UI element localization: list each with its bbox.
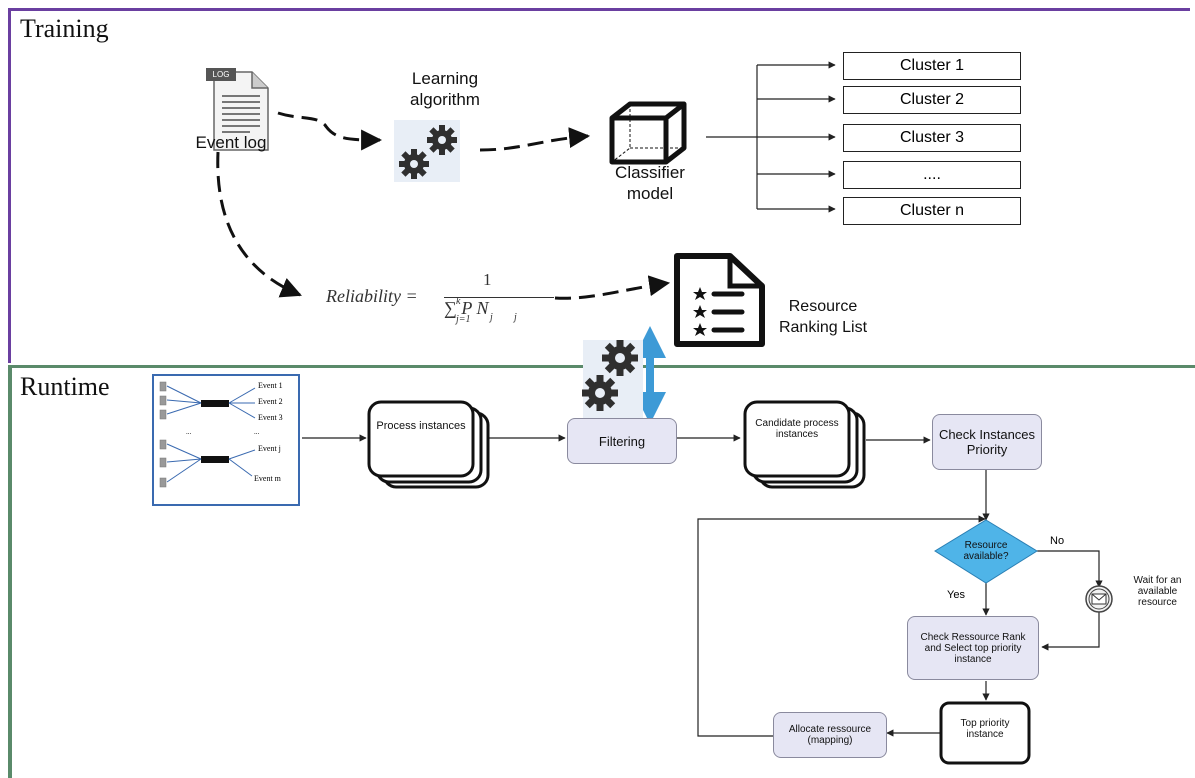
process-instances-label: Process instances bbox=[376, 420, 466, 432]
runtime-section bbox=[8, 365, 12, 778]
yes-label: Yes bbox=[947, 589, 965, 601]
event-log-label: Event log bbox=[195, 133, 267, 152]
cluster-box-ellipsis: .... bbox=[843, 161, 1021, 189]
event-thumbnail bbox=[152, 374, 300, 506]
thumb-event-2: Event 2 bbox=[258, 397, 283, 406]
top-priority-label: Top priority instance bbox=[960, 718, 1010, 740]
log-badge: LOG bbox=[212, 70, 230, 79]
arrow-log-to-reliability bbox=[216, 151, 302, 298]
message-event-icon bbox=[1085, 585, 1113, 613]
cluster-box-3: Cluster 3 bbox=[843, 124, 1021, 152]
arrow-wait-to-rank bbox=[1041, 612, 1100, 651]
formula-sum-upper: k bbox=[456, 296, 461, 307]
gears-icon-training bbox=[394, 120, 460, 182]
arrow-log-to-algorithm bbox=[277, 111, 383, 151]
candidate-instances-stack bbox=[743, 400, 866, 489]
arrow-no-branch bbox=[1037, 550, 1103, 588]
formula-lhs: Reliability = bbox=[326, 286, 418, 306]
log-file-icon bbox=[206, 68, 269, 151]
check-rank-box: Check Ressource Rank and Select top prio… bbox=[907, 616, 1039, 680]
formula-sub-n: j bbox=[514, 312, 517, 323]
formula-sum-lower: j=1 bbox=[456, 314, 471, 325]
formula-denominator: ∑ P N bbox=[444, 298, 489, 318]
top-priority-box bbox=[939, 701, 1031, 765]
cluster-box-2: Cluster 2 bbox=[843, 86, 1021, 114]
no-label: No bbox=[1050, 535, 1065, 547]
cluster-connectors bbox=[706, 61, 836, 213]
training-section bbox=[8, 8, 1190, 363]
arrow-reliability-to-ranking bbox=[554, 275, 671, 300]
thumb-event-1: Event 1 bbox=[258, 381, 283, 390]
resource-available-diamond bbox=[934, 519, 1038, 584]
thumb-dots-right: ... bbox=[254, 428, 260, 436]
formula-numerator: 1 bbox=[483, 270, 492, 289]
reliability-formula: Reliability = 1 ∑ P N k j=1 j j bbox=[326, 268, 558, 328]
filtering-box: Filtering bbox=[567, 418, 677, 464]
classifier-label: Classifier model bbox=[615, 163, 685, 203]
gears-icon-runtime bbox=[582, 340, 643, 418]
thumb-event-m: Event m bbox=[254, 474, 281, 483]
resource-ranking-label: Resource Ranking List bbox=[778, 298, 868, 336]
formula-fraction-bar bbox=[444, 297, 554, 298]
process-instances-stack bbox=[367, 400, 490, 489]
allocate-box: Allocate ressource (mapping) bbox=[773, 712, 887, 758]
formula-sub-p: j bbox=[490, 312, 493, 323]
cluster-box-1: Cluster 1 bbox=[843, 52, 1021, 80]
thumb-dots-left: ... bbox=[186, 428, 192, 436]
candidate-instances-label: Candidate process instances bbox=[755, 418, 839, 440]
ranking-list-icon bbox=[674, 253, 765, 347]
diamond-label: Resource available? bbox=[963, 540, 1009, 562]
cluster-box-n: Cluster n bbox=[843, 197, 1021, 225]
training-title: Training bbox=[20, 14, 109, 43]
arrow-algorithm-to-classifier bbox=[479, 127, 591, 152]
learning-algorithm-label: Learning algorithm bbox=[410, 69, 480, 109]
arrow-loop-back bbox=[697, 515, 986, 737]
check-priority-box: Check Instances Priority bbox=[932, 414, 1042, 470]
thumb-event-j: Event j bbox=[258, 444, 281, 453]
runtime-title: Runtime bbox=[20, 372, 110, 401]
thumb-event-3: Event 3 bbox=[258, 413, 283, 422]
cube-icon bbox=[609, 101, 687, 165]
wait-label: Wait for an available resource bbox=[1133, 575, 1182, 608]
